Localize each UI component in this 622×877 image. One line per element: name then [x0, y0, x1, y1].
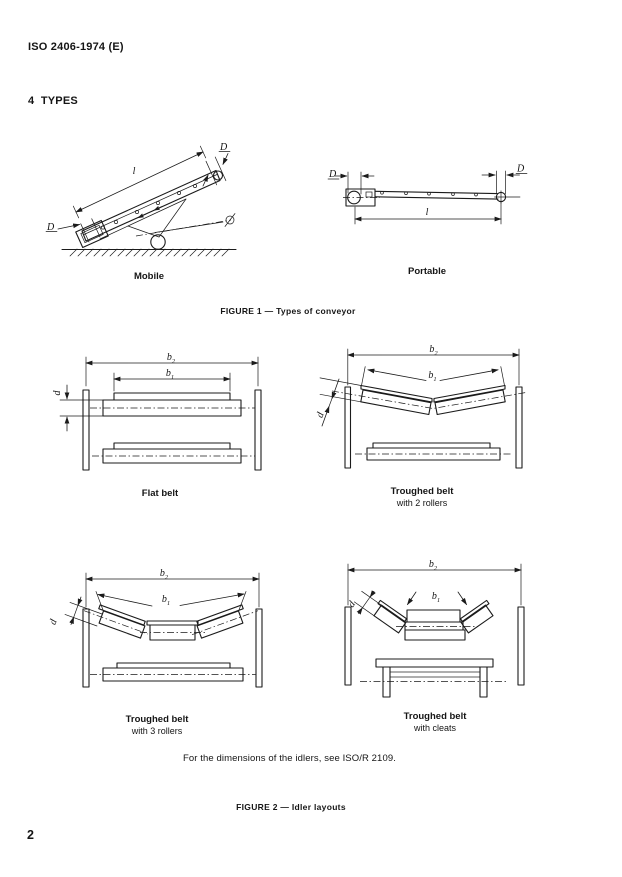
page-number: 2: [27, 828, 34, 842]
idler-dots: [101, 184, 197, 230]
troughed-cleats-diagram: b2 b1 d: [344, 559, 525, 698]
b2-label: b2: [429, 559, 438, 572]
b1-label: b1: [166, 368, 174, 381]
left-post: [82, 608, 90, 688]
dimension-b1: b1: [361, 366, 505, 386]
return-idler: [92, 442, 255, 464]
troughed-idlers: [331, 384, 527, 416]
troughed-3-rollers-label: Troughed belt with 3 rollers: [125, 714, 189, 736]
return-idler: [355, 442, 511, 461]
dimension-drum-right: D: [481, 164, 528, 195]
d-label: d: [52, 390, 63, 396]
dimension-drum-left: D: [327, 169, 375, 195]
diameter-label: D: [516, 164, 525, 175]
dimension-length: l: [354, 201, 502, 225]
d-label: d: [315, 410, 327, 419]
figure2-caption: FIGURE 2 — Idler layouts: [236, 802, 346, 812]
figure1-caption: FIGURE 1 — Types of conveyor: [220, 306, 356, 316]
portable-label: Portable: [407, 266, 447, 277]
conveyor-body: [75, 169, 236, 250]
mobile-conveyor-diagram: l D D: [45, 142, 237, 257]
dimension-d: d: [48, 596, 103, 626]
dimension-d: d: [315, 377, 362, 427]
flat-belt-diagram: b2 b1 d: [52, 352, 262, 471]
troughed-idlers: [83, 604, 259, 641]
dimension-b2: b2: [347, 559, 522, 606]
diameter-label: D: [219, 142, 228, 153]
b1-label: b1: [428, 370, 436, 383]
flat-belt-label: Flat belt: [141, 488, 179, 499]
tow-bar: [135, 213, 236, 237]
troughed-3-rollers-diagram: b2 b1 d: [48, 568, 263, 688]
idler-dimensions-note: For the dimensions of the idlers, see IS…: [183, 753, 396, 764]
left-post: [344, 606, 352, 686]
dimension-b2: b2: [85, 352, 259, 387]
dimension-d: d: [52, 384, 104, 432]
troughed-2-rollers-label: Troughed belt with 2 rollers: [390, 486, 454, 508]
idler-dots: [380, 191, 478, 197]
b1-label: b1: [162, 594, 170, 607]
document-header: ISO 2406-1974 (E): [28, 41, 124, 53]
b2-label: b2: [429, 344, 438, 357]
left-post: [344, 386, 352, 469]
support-frame: [99, 198, 187, 240]
right-post: [517, 606, 525, 686]
dimension-b1: b1: [113, 368, 231, 392]
dimension-drum-bottom: D: [45, 218, 101, 243]
dimension-d: d: [346, 590, 382, 617]
return-support: [360, 658, 508, 698]
right-post: [255, 608, 263, 688]
dimension-b2: b2: [346, 344, 520, 386]
return-idler: [90, 662, 256, 682]
b2-label: b2: [167, 352, 176, 365]
dimension-length: l: [72, 145, 207, 219]
b2-label: b2: [160, 568, 169, 581]
diameter-label: D: [46, 222, 55, 233]
right-post: [515, 386, 523, 469]
troughed-2-rollers-diagram: b2 b1 d: [315, 344, 527, 469]
ground: [61, 248, 237, 257]
cleated-belt-idlers: [373, 599, 494, 641]
length-label: l: [426, 207, 429, 218]
right-post: [254, 389, 262, 471]
dimension-b2: b2: [85, 568, 260, 608]
dimension-b1: b1: [407, 591, 467, 606]
portable-conveyor-diagram: D D l: [327, 164, 528, 225]
conveyor-body: [343, 188, 521, 207]
b1-label: b1: [432, 591, 440, 604]
carrying-idler: [90, 392, 255, 417]
diameter-label: D: [328, 169, 337, 180]
section-heading: 4 TYPES: [28, 95, 78, 107]
length-label: l: [133, 166, 136, 177]
dimension-drum-top: D: [202, 142, 231, 187]
d-label: d: [346, 599, 358, 610]
d-label: d: [48, 617, 60, 626]
mobile-label: Mobile: [133, 271, 165, 282]
dimension-b1: b1: [95, 591, 247, 611]
left-post: [82, 389, 90, 471]
troughed-cleats-label: Troughed belt with cleats: [403, 711, 467, 733]
